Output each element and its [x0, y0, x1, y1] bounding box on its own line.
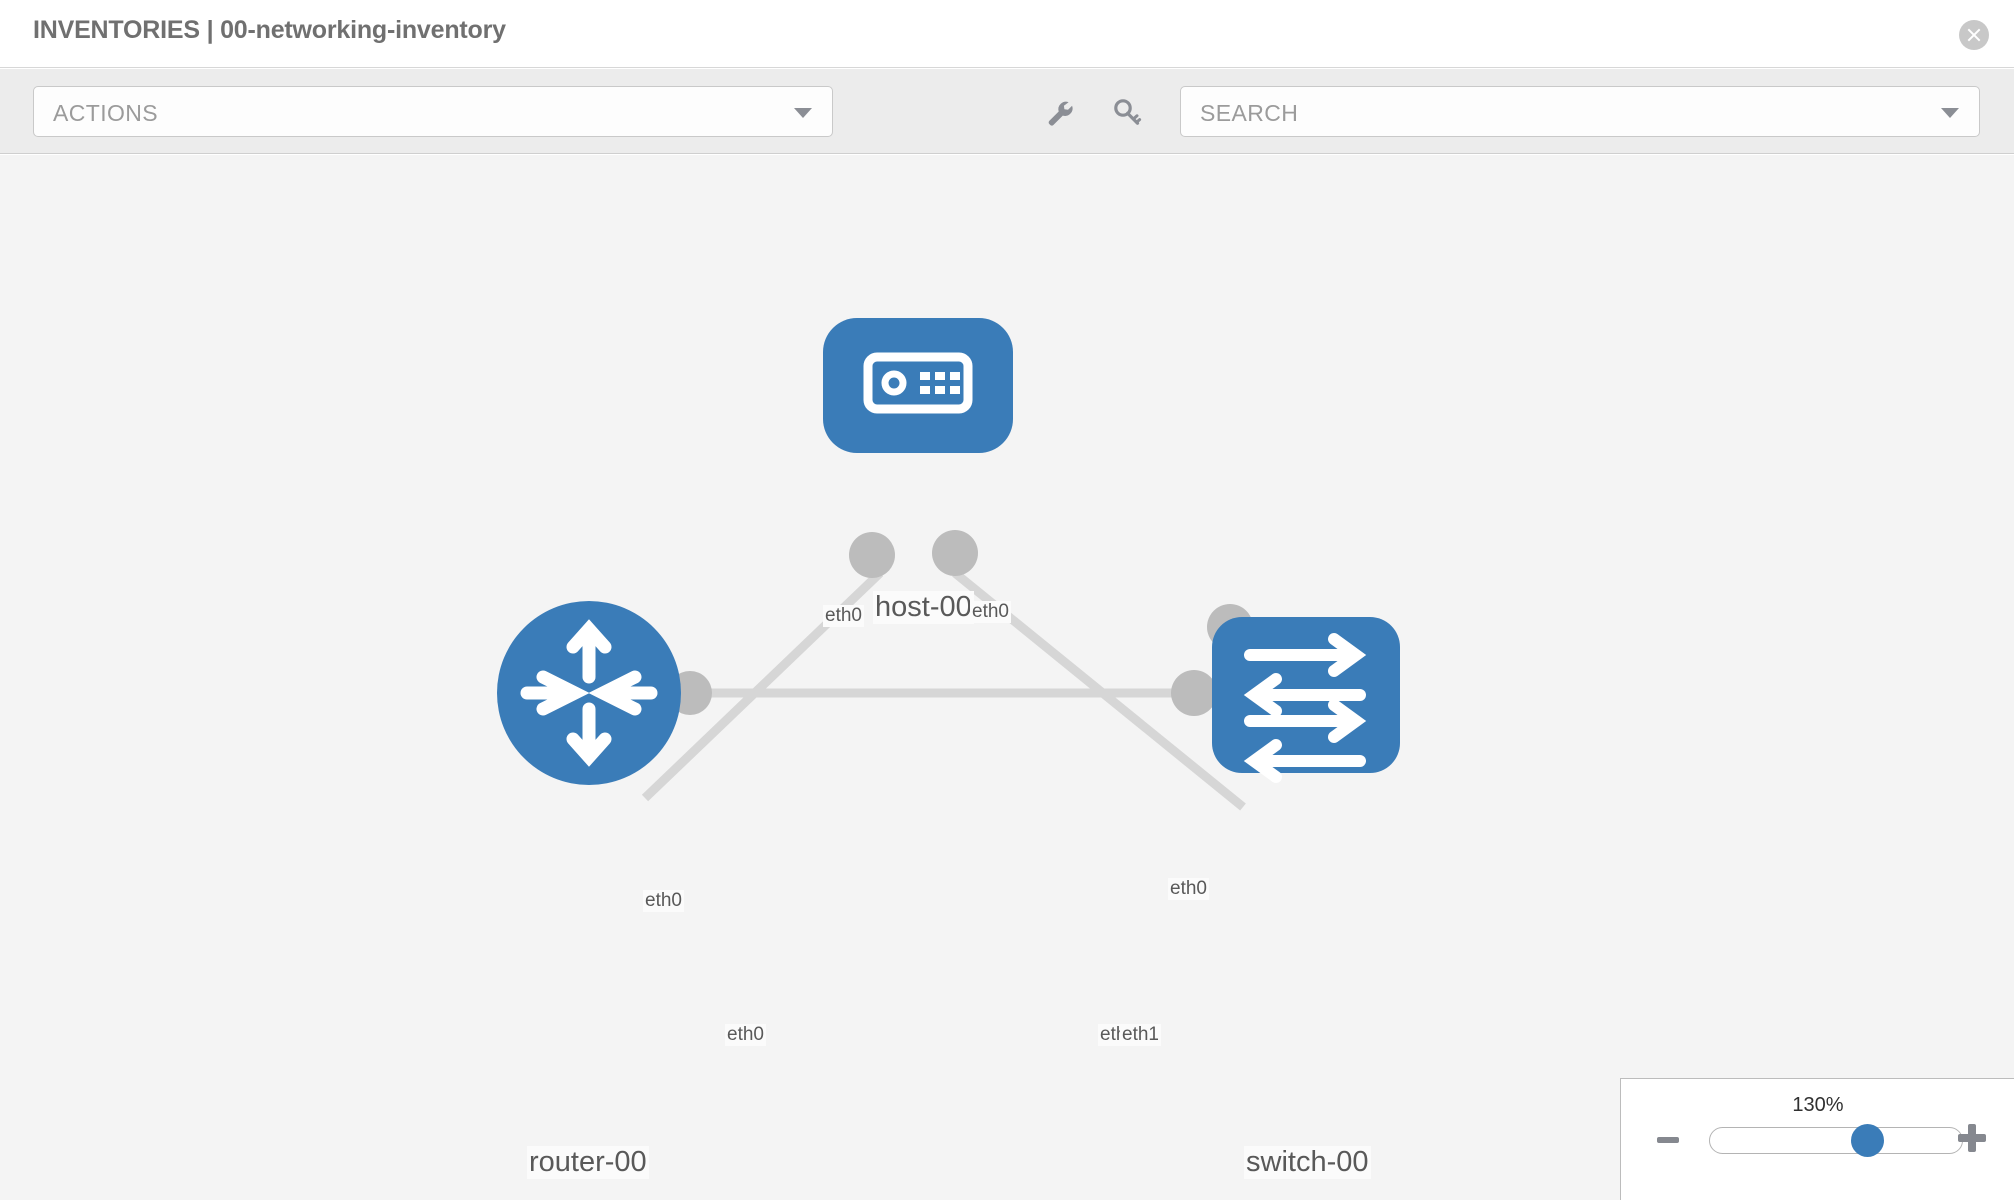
- port-switch00-left: [1171, 670, 1217, 716]
- zoom-slider-thumb[interactable]: [1851, 1124, 1884, 1157]
- topology-ports: [668, 530, 1253, 716]
- actions-dropdown-label: ACTIONS: [53, 100, 159, 126]
- server-icon: [863, 352, 973, 414]
- page-title: INVENTORIES | 00-networking-inventory: [33, 16, 506, 44]
- actions-dropdown[interactable]: ACTIONS: [33, 86, 833, 137]
- toolbar: ACTIONS SEARCH: [0, 69, 2014, 154]
- node-label-switch-00: switch-00: [1244, 1146, 1371, 1179]
- chevron-down-icon: [794, 108, 812, 118]
- key-icon[interactable]: [1110, 96, 1144, 130]
- port-host00-right: [932, 530, 978, 576]
- close-icon[interactable]: [1959, 20, 1989, 50]
- node-label-host-00: host-00: [873, 591, 974, 624]
- node-switch-00: [1212, 617, 1400, 783]
- zoom-in-button[interactable]: [1954, 1119, 1990, 1162]
- topology-canvas[interactable]: host-00 router-00 switch-00 eth0 eth0 et…: [0, 155, 2014, 1200]
- chevron-down-icon[interactable]: [1941, 108, 1959, 118]
- zoom-percent-label: 130%: [1792, 1094, 1844, 1116]
- page-header: INVENTORIES | 00-networking-inventory: [0, 0, 2014, 68]
- router-arrows-icon: [520, 619, 658, 767]
- zoom-out-button[interactable]: [1655, 1127, 1681, 1158]
- iface-label-switch00-left-b: eth1: [1120, 1024, 1161, 1046]
- node-label-router-00: router-00: [527, 1146, 649, 1179]
- topology-graph: [497, 318, 1400, 811]
- port-host00-left: [849, 532, 895, 578]
- iface-label-switch00-up: eth0: [1168, 878, 1209, 900]
- iface-label-host00-right: eth0: [970, 601, 1011, 623]
- iface-label-router00-right: eth0: [725, 1024, 766, 1046]
- node-router-00: [497, 601, 681, 785]
- search-placeholder: SEARCH: [1200, 100, 1299, 126]
- node-host-00: [823, 318, 1013, 453]
- iface-label-router00-up: eth0: [643, 890, 684, 912]
- search-input[interactable]: SEARCH: [1180, 86, 1980, 137]
- zoom-control-panel: 130%: [1620, 1078, 2014, 1200]
- iface-label-host00-left: eth0: [823, 605, 864, 627]
- zoom-slider[interactable]: [1709, 1124, 1963, 1157]
- switch-arrows-icon: [1243, 633, 1367, 783]
- wrench-icon[interactable]: [1043, 96, 1077, 130]
